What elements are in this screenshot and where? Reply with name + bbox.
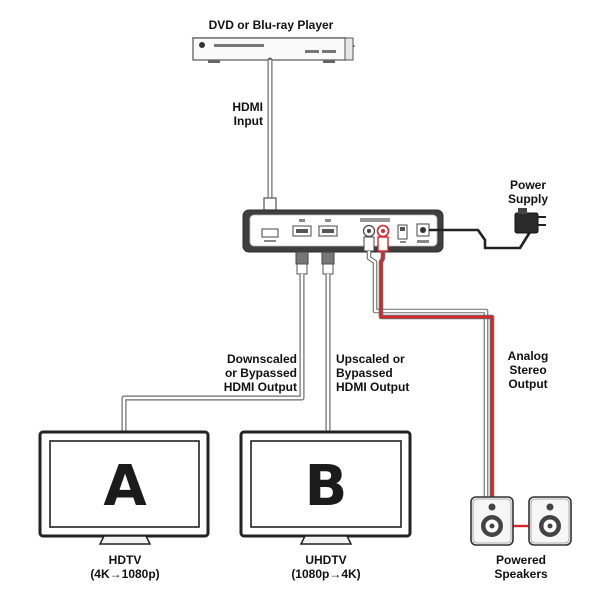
speaker-left [470, 496, 514, 546]
hdmi-input-cable [263, 57, 277, 221]
downscaled-output-label: Downscaled or Bypassed HDMI Output [223, 352, 297, 394]
player-label: DVD or Blu-ray Player [208, 18, 334, 32]
speaker-right [528, 496, 572, 546]
hdmi-input-label: HDMI Input [232, 100, 263, 128]
analog-audio-cables [363, 236, 495, 498]
speakers-label: Powered Speakers [494, 553, 548, 581]
screen-b-letter: B [305, 454, 348, 519]
power-supply [429, 208, 546, 250]
hdtv-label: HDTV (4K→1080p) [90, 553, 160, 581]
analog-output-label: Analog Stereo Output [507, 349, 549, 391]
hdmi-output-cable-b [321, 251, 335, 432]
upscaled-output-label: Upscaled or Bypassed HDMI Output [336, 352, 410, 394]
scaler-device [242, 209, 444, 253]
uhdtv-label: UHDTV (1080p→4K) [291, 553, 361, 581]
dvd-player-device [191, 37, 356, 63]
screen-a-letter: A [103, 454, 147, 519]
tv-b: B [239, 430, 412, 545]
tv-a: A [38, 430, 210, 545]
hdmi-output-cable-a [121, 251, 309, 432]
powered-speakers [470, 496, 572, 546]
power-supply-label: Power Supply [507, 178, 548, 206]
